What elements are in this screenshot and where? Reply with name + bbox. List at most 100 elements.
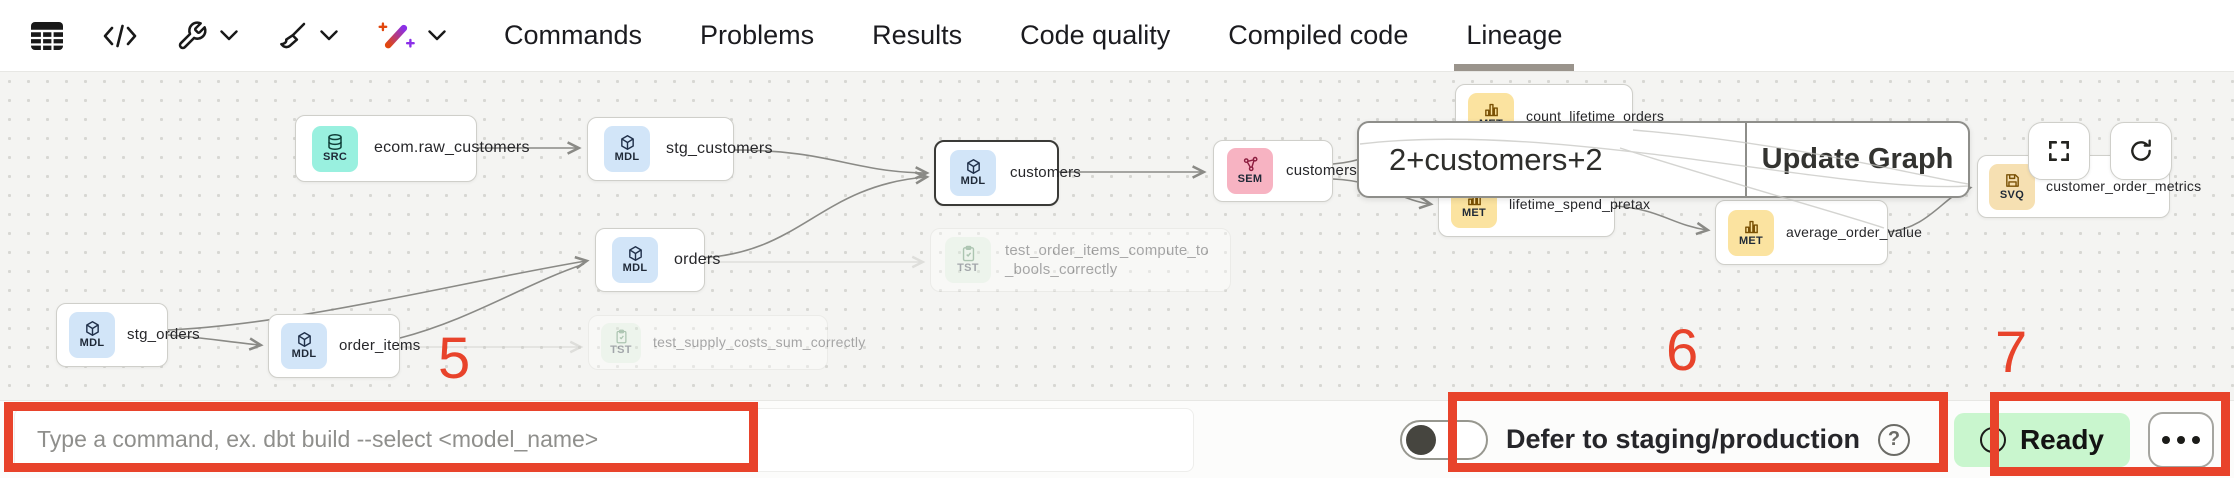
tab-commands[interactable]: Commands (504, 0, 642, 71)
fullscreen-button[interactable] (2028, 122, 2090, 180)
clipboard-check-icon (962, 246, 974, 262)
badge-label: TST (610, 343, 632, 356)
tab-problems[interactable]: Problems (700, 0, 814, 71)
node-label: lifetime_spend_pretax (1509, 196, 1651, 213)
update-graph-label: Update Graph (1761, 143, 1954, 175)
node-test-supply-costs-sum[interactable]: TST test_supply_costs_sum_correctly (588, 315, 865, 370)
broom-icon (280, 22, 306, 48)
model-badge: MDL (69, 312, 115, 358)
ready-label: Ready (2019, 423, 2104, 455)
bar-chart-icon (1484, 104, 1498, 117)
node-label: test_supply_costs_sum_correctly (653, 334, 866, 351)
badge-label: MDL (614, 151, 640, 164)
source-badge: SRC (312, 125, 358, 172)
fullscreen-icon (2049, 141, 2069, 161)
cube-icon (85, 321, 99, 337)
command-input[interactable] (14, 407, 1194, 472)
magic-wand-icon (378, 21, 415, 48)
chevron-down-icon (220, 30, 238, 41)
badge-label: MDL (291, 348, 317, 361)
bar-chart-icon (1467, 192, 1481, 206)
ellipsis-icon (2162, 435, 2170, 444)
node-label: customers (1010, 164, 1081, 182)
node-label: ecom.raw_customers (374, 139, 530, 157)
tab-lineage[interactable]: Lineage (1454, 0, 1575, 71)
node-label: customers (1286, 162, 1357, 180)
editor-toolbar: Commands Problems Results Code quality C… (0, 0, 2234, 72)
badge-label: TST (957, 262, 979, 275)
tab-label: Results (872, 20, 963, 50)
help-icon[interactable]: ? (1877, 423, 1910, 456)
chevron-down-icon (428, 30, 446, 41)
code-view-button[interactable] (102, 22, 138, 50)
test-badge: TST (945, 237, 991, 283)
badge-label: MDL (79, 337, 105, 350)
node-model-order-items[interactable]: MDL order_items (268, 314, 420, 378)
badge-label: SVQ (1999, 188, 2025, 201)
defer-label: Defer to staging/production (1505, 424, 1860, 454)
toggle-knob (1405, 424, 1436, 455)
tab-label: Compiled code (1228, 20, 1409, 50)
refresh-icon (2131, 139, 2151, 161)
tab-code-quality[interactable]: Code quality (1020, 0, 1170, 71)
code-icon (103, 24, 137, 47)
cube-icon (966, 159, 980, 175)
tab-label: Commands (504, 20, 643, 50)
node-metric-average-order-value[interactable]: MET average_order_value (1715, 200, 1922, 265)
node-model-stg-orders[interactable]: MDL stg_orders (56, 303, 200, 367)
refresh-button[interactable] (2110, 122, 2172, 180)
test-badge: TST (601, 322, 641, 363)
build-tools-button[interactable] (176, 20, 238, 52)
selector-query-input[interactable]: 2+customers+2 (1359, 123, 1747, 196)
model-badge: MDL (604, 126, 650, 172)
annotation-number-6: 6 (1666, 318, 1699, 383)
lineage-canvas[interactable]: SRC ecom.raw_customers MDL stg_customers… (0, 72, 2234, 400)
metric-badge: MET (1728, 209, 1774, 256)
node-model-stg-customers[interactable]: MDL stg_customers (587, 117, 772, 181)
node-test-order-items-compute-to-bools[interactable]: TST test_order_items_compute_to_bools_co… (930, 228, 1231, 292)
lineage-selector: 2+customers+2 Update Graph (1357, 121, 1970, 198)
node-model-orders[interactable]: MDL orders (595, 228, 720, 292)
status-circle-icon (1979, 426, 2006, 453)
selector-query-text: 2+customers+2 (1389, 141, 1603, 177)
wrench-icon (178, 20, 207, 49)
model-badge: MDL (612, 237, 658, 283)
node-model-customers-selected[interactable]: MDL customers (934, 140, 1081, 206)
update-graph-button[interactable]: Update Graph (1747, 123, 1968, 196)
badge-label: MET (1461, 206, 1487, 219)
table-view-button[interactable] (30, 21, 64, 51)
chevron-down-icon (320, 30, 338, 41)
node-semantic-customers[interactable]: SEM customers (1213, 140, 1357, 202)
node-label: stg_customers (666, 139, 773, 157)
panel-tabs: Commands Problems Results Code quality C… (504, 0, 1575, 71)
bar-chart-icon (1744, 220, 1758, 234)
node-label: count_lifetime_orders (1526, 107, 1665, 124)
command-bar: Defer to staging/production ? Ready (0, 400, 2234, 478)
database-icon (328, 134, 342, 151)
node-label: order_items (339, 337, 421, 355)
ai-assist-button[interactable] (376, 19, 446, 53)
badge-label: MDL (960, 175, 986, 188)
command-bar-controls: Defer to staging/production ? Ready (1399, 411, 2220, 468)
node-label: average_order_value (1786, 224, 1923, 241)
tab-label: Code quality (1020, 20, 1171, 50)
cleanup-tools-button[interactable] (276, 20, 338, 52)
floppy-disk-icon (2005, 174, 2019, 187)
cube-icon (628, 246, 642, 262)
cube-icon (620, 135, 634, 151)
node-label: stg_orders (127, 326, 200, 344)
more-options-button[interactable] (2148, 411, 2214, 468)
tab-results[interactable]: Results (872, 0, 962, 71)
badge-label: SRC (322, 151, 348, 164)
model-badge: MDL (281, 323, 327, 369)
node-label: orders (674, 250, 721, 268)
badge-label: MET (1738, 234, 1764, 247)
node-label: customer_order_metrics (2046, 178, 2202, 195)
cube-icon (297, 332, 311, 348)
tab-compiled-code[interactable]: Compiled code (1228, 0, 1408, 71)
node-source-ecom-raw-customers[interactable]: SRC ecom.raw_customers (295, 115, 529, 182)
toolbar-icon-group (30, 19, 446, 53)
defer-toggle[interactable] (1399, 419, 1488, 460)
ready-status-button[interactable]: Ready (1953, 412, 2130, 467)
clipboard-check-icon (616, 329, 626, 344)
